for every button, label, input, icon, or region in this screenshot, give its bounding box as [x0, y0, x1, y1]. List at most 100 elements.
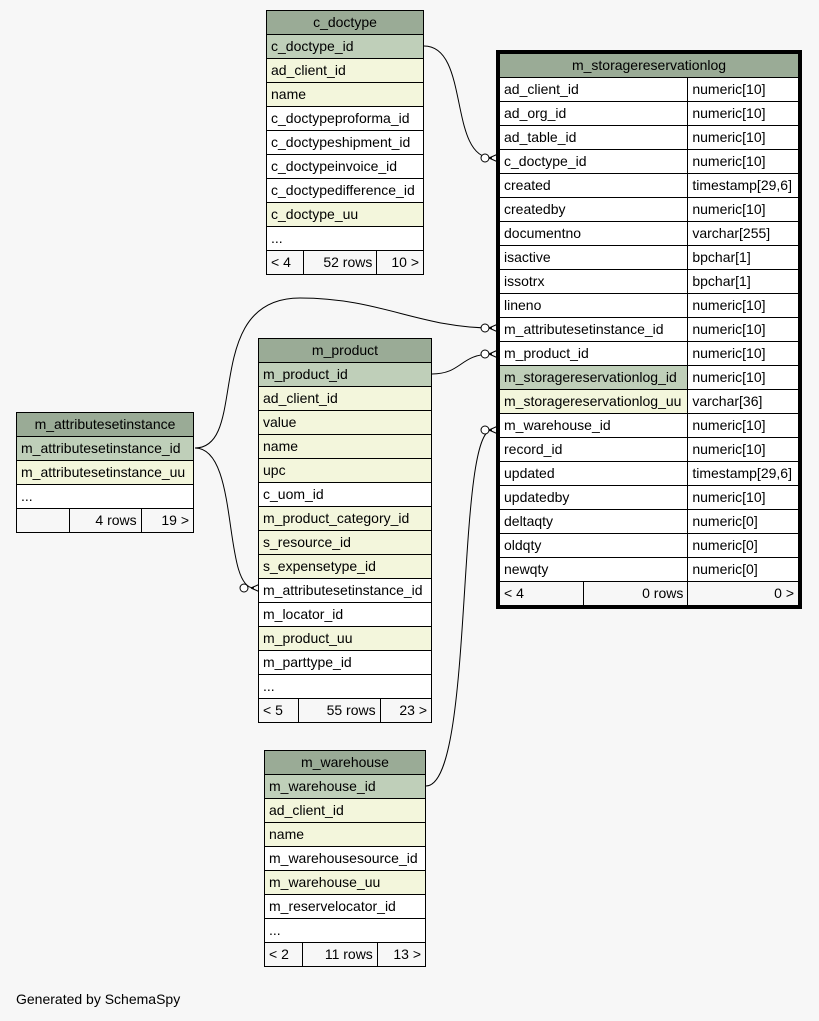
- column-row: value: [258, 410, 432, 435]
- column-row: m_warehousesource_id: [264, 846, 426, 871]
- link-warehouse: [425, 429, 493, 787]
- column-row: ...: [258, 674, 432, 699]
- column-row: ...: [264, 918, 426, 943]
- child-count: 0 >: [687, 581, 799, 606]
- table-m-attributesetinstance[interactable]: m_attributesetinstance m_attributesetins…: [16, 412, 195, 533]
- column-row: name: [266, 82, 424, 107]
- column-type: numeric[10]: [687, 197, 799, 222]
- column-row: m_product_category_id: [258, 506, 432, 531]
- child-count: 10 >: [376, 250, 424, 275]
- column-row: name: [264, 822, 426, 847]
- column-row: c_doctypeproforma_id: [266, 106, 424, 131]
- column-type: numeric[10]: [687, 341, 799, 366]
- column-row: c_doctype_id: [266, 34, 424, 59]
- column-type: numeric[10]: [687, 317, 799, 342]
- column-name: createdby: [498, 197, 689, 222]
- column-row: c_doctypeshipment_id: [266, 130, 424, 155]
- column-name: m_storagereservationlog_uu: [498, 389, 689, 414]
- table-title[interactable]: m_warehouse: [264, 750, 426, 775]
- column-type: numeric[0]: [687, 533, 799, 558]
- column-row: upc: [258, 458, 432, 483]
- column-name: m_warehouse_id: [498, 413, 689, 438]
- row-count: 55 rows: [298, 698, 381, 723]
- column-type: numeric[10]: [687, 149, 799, 174]
- column-name: deltaqty: [498, 509, 689, 534]
- column-type: bpchar[1]: [687, 269, 799, 294]
- parent-count: < 5: [257, 698, 300, 723]
- generated-by-footer: Generated by SchemaSpy: [16, 991, 181, 1007]
- column-name: updatedby: [498, 485, 689, 510]
- parent-count: < 2: [264, 942, 303, 967]
- table-m-product[interactable]: m_product m_product_id ad_client_id valu…: [257, 338, 433, 723]
- column-name: m_product_id: [498, 341, 689, 366]
- column-type: numeric[10]: [687, 101, 799, 126]
- row-count: 0 rows: [582, 581, 689, 606]
- column-type: varchar[255]: [687, 221, 799, 246]
- column-row: s_expensetype_id: [258, 554, 432, 579]
- column-type: bpchar[1]: [687, 245, 799, 270]
- column-row: m_warehouse_id: [264, 774, 426, 799]
- link-c-doctype: [423, 45, 493, 159]
- column-row: c_doctypedifference_id: [266, 178, 424, 203]
- table-title[interactable]: c_doctype: [266, 10, 424, 35]
- column-name: issotrx: [498, 269, 689, 294]
- row-count: 11 rows: [301, 942, 378, 967]
- column-name: m_storagereservationlog_id: [498, 365, 689, 390]
- column-row: ad_client_id: [264, 798, 426, 823]
- column-row: ad_client_id: [266, 58, 424, 83]
- row-count: 4 rows: [69, 508, 142, 533]
- link-attributesetinstance-log: [194, 297, 493, 449]
- column-name: oldqty: [498, 533, 689, 558]
- column-type: numeric[0]: [687, 509, 799, 534]
- column-name: isactive: [498, 245, 689, 270]
- column-name: updated: [498, 461, 689, 486]
- child-count: 13 >: [376, 942, 427, 967]
- column-type: numeric[10]: [687, 365, 799, 390]
- column-row: ...: [16, 484, 194, 509]
- column-row: m_attributesetinstance_id: [16, 436, 194, 461]
- column-row: c_doctype_uu: [266, 202, 424, 227]
- column-row: m_product_id: [258, 362, 432, 387]
- column-row: m_attributesetinstance_id: [258, 578, 432, 603]
- column-row: m_warehouse_uu: [264, 870, 426, 895]
- link-attributesetinstance-product: [194, 447, 255, 589]
- column-row: m_reservelocator_id: [264, 894, 426, 919]
- column-type: numeric[10]: [687, 77, 799, 102]
- table-c-doctype[interactable]: c_doctype c_doctype_id ad_client_id name…: [266, 10, 424, 275]
- column-row: s_resource_id: [258, 530, 432, 555]
- column-type: numeric[10]: [687, 485, 799, 510]
- column-name: lineno: [498, 293, 689, 318]
- column-type: numeric[10]: [687, 293, 799, 318]
- column-name: newqty: [498, 557, 689, 582]
- column-row: ad_client_id: [258, 386, 432, 411]
- column-name: ad_client_id: [498, 77, 689, 102]
- parent-count: < 4: [499, 581, 584, 606]
- column-name: m_attributesetinstance_id: [498, 317, 689, 342]
- table-title[interactable]: m_product: [258, 338, 432, 363]
- column-type: timestamp[29,6]: [687, 461, 799, 486]
- table-m-warehouse[interactable]: m_warehouse m_warehouse_id ad_client_id …: [264, 750, 427, 967]
- parent-count: < 4: [266, 250, 304, 275]
- column-row: m_product_uu: [258, 626, 432, 651]
- column-name: record_id: [498, 437, 689, 462]
- column-row: c_doctypeinvoice_id: [266, 154, 424, 179]
- column-row: ...: [266, 226, 424, 251]
- column-type: numeric[10]: [687, 125, 799, 150]
- column-name: documentno: [498, 221, 689, 246]
- column-name: c_doctype_id: [498, 149, 689, 174]
- column-type: varchar[36]: [687, 389, 799, 414]
- column-type: numeric[10]: [687, 413, 799, 438]
- column-type: numeric[0]: [687, 557, 799, 582]
- column-name: created: [498, 173, 689, 198]
- table-title[interactable]: m_storagereservationlog: [499, 53, 799, 78]
- row-count: 52 rows: [302, 250, 378, 275]
- column-row: c_uom_id: [258, 482, 432, 507]
- column-type: numeric[10]: [687, 437, 799, 462]
- column-type: timestamp[29,6]: [687, 173, 799, 198]
- column-name: ad_org_id: [498, 101, 689, 126]
- column-row: m_attributesetinstance_uu: [16, 460, 194, 485]
- column-row: name: [258, 434, 432, 459]
- table-title[interactable]: m_attributesetinstance: [16, 412, 194, 437]
